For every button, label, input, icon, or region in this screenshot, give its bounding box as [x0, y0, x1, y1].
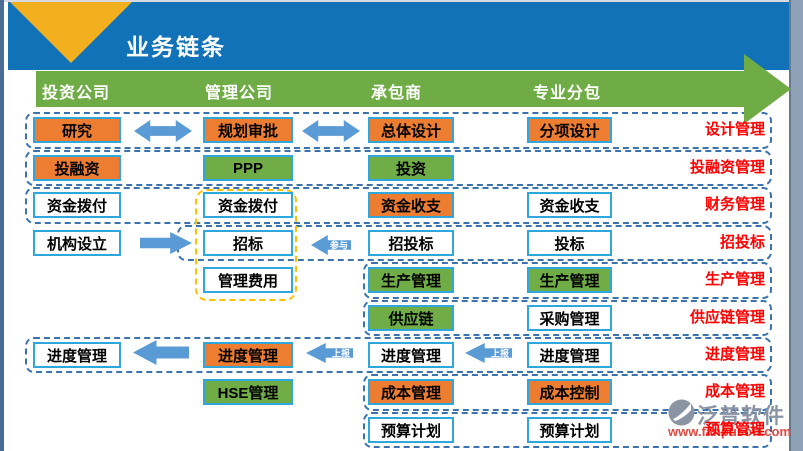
fanpu-logo-text: 泛普软件: [697, 405, 785, 428]
column-header-management-company: 管理公司: [205, 85, 274, 102]
box-production-mgmt-contractor: 生产管理: [368, 267, 454, 293]
column-header-investment-company: 投资公司: [42, 85, 111, 102]
row-label-production: 生产管理: [704, 271, 765, 288]
header-banner: [8, 2, 789, 70]
box-schedule-subcontractor: 进度管理: [527, 342, 612, 368]
box-tendering: 招标: [203, 230, 293, 256]
box-fund-allocation-manager: 资金拨付: [203, 192, 293, 218]
row-band-finance: [25, 187, 772, 224]
box-fund-allocation-investor: 资金拨付: [33, 192, 121, 218]
slide-left-edge: [0, 0, 4, 451]
column-header-contractor: 承包商: [371, 85, 423, 102]
row-label-financing: 投融资管理: [689, 159, 765, 176]
box-planning-approval: 规划审批: [203, 117, 293, 143]
box-overall-design: 总体设计: [368, 117, 454, 143]
management-company-group-outline: [195, 189, 297, 301]
row-band-schedule: [25, 337, 772, 373]
box-cost-mgmt: 成本管理: [368, 379, 454, 405]
box-bid-tendering: 招投标: [368, 230, 454, 256]
box-management-fee: 管理费用: [203, 267, 293, 293]
row-band-cost: [363, 374, 772, 411]
box-research: 研究: [33, 117, 121, 143]
box-budget-plan-contractor: 预算计划: [368, 417, 454, 443]
page-title: 业务链条: [126, 34, 226, 60]
column-header-arrow-band: [36, 71, 745, 107]
row-label-schedule: 进度管理: [704, 346, 765, 363]
box-investment: 投资: [368, 155, 454, 181]
participate-arrow-label: 参与: [329, 240, 348, 251]
box-budget-plan-subcontractor: 预算计划: [527, 417, 612, 443]
box-fund-in-out-contractor: 资金收支: [368, 192, 454, 218]
row-label-bidding: 招投标: [719, 234, 765, 251]
slide-right-edge: [789, 0, 803, 451]
box-fund-in-out-subcontractor: 资金收支: [527, 192, 612, 218]
fanpu-logo-url: www.fanpusoft.com: [668, 424, 792, 439]
column-header-subcontractor: 专业分包: [533, 85, 602, 102]
row-band-financing: [25, 150, 772, 186]
box-procurement-mgmt: 采购管理: [527, 305, 612, 331]
row-band-supply-chain: [363, 300, 772, 336]
fanpu-logo-icon: [668, 399, 695, 426]
box-ppp: PPP: [203, 155, 293, 181]
box-sub-design: 分项设计: [527, 117, 612, 143]
box-cost-control: 成本控制: [527, 379, 612, 405]
row-label-budget: 预算管理: [704, 421, 765, 438]
row-label-cost: 成本管理: [704, 383, 765, 400]
box-schedule-manager: 进度管理: [203, 342, 293, 368]
box-schedule-contractor: 进度管理: [368, 342, 454, 368]
row-band-production: [363, 262, 772, 299]
report-arrow-label: 上报: [331, 348, 350, 359]
box-schedule-investor: 进度管理: [33, 342, 121, 368]
slide-top-edge: [0, 0, 803, 2]
box-org-setup: 机构设立: [33, 230, 121, 256]
box-hse-mgmt: HSE管理: [203, 379, 293, 405]
double-arrow-icon: [134, 120, 192, 142]
row-band-design: [25, 112, 772, 149]
box-bidding: 投标: [527, 230, 612, 256]
report-arrow-label: 上报: [490, 348, 509, 359]
double-arrow-icon: [302, 120, 360, 142]
box-investment-financing: 投融资: [33, 155, 121, 181]
row-label-supply-chain: 供应链管理: [689, 309, 765, 326]
box-supply-chain: 供应链: [368, 305, 454, 331]
box-production-mgmt-subcontractor: 生产管理: [527, 267, 612, 293]
row-band-budget: [363, 412, 772, 448]
row-label-finance: 财务管理: [704, 196, 765, 213]
row-label-design: 设计管理: [704, 121, 765, 138]
